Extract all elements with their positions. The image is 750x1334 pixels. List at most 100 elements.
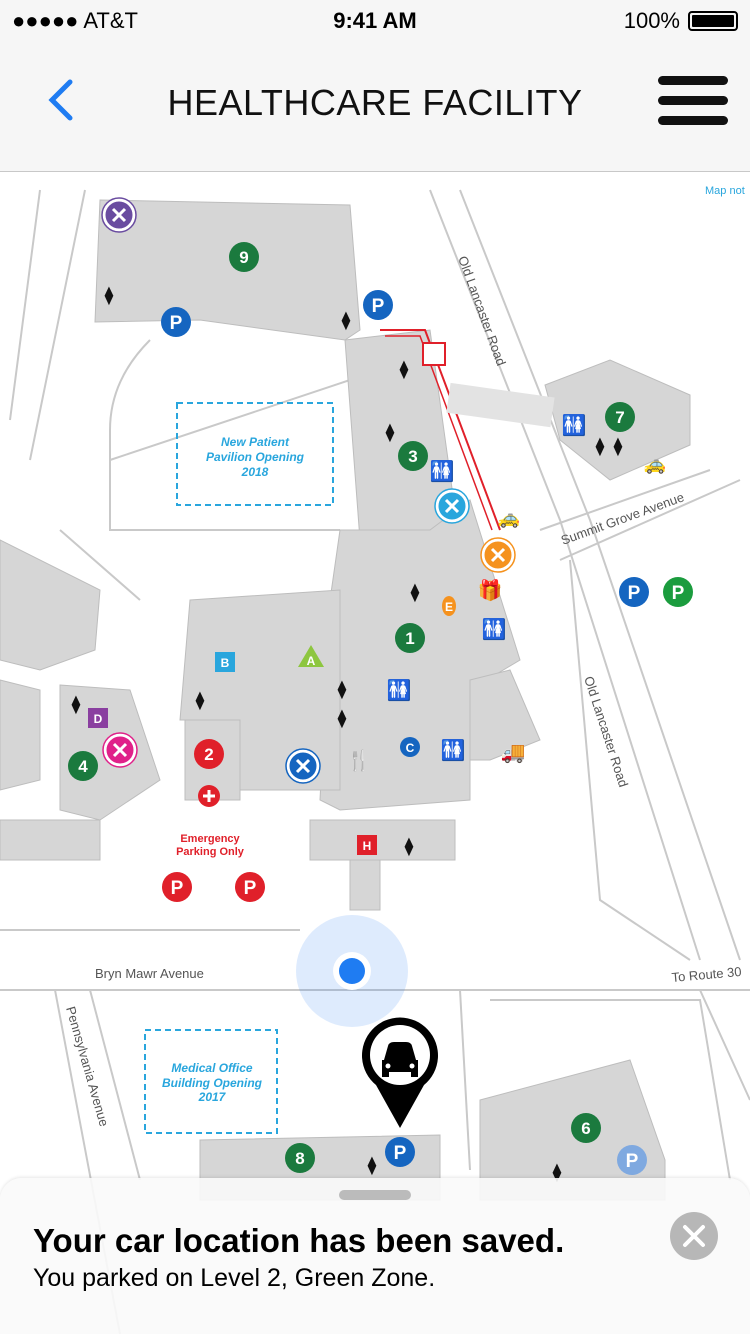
car-saved-sheet: Your car location has been saved. You pa… [0, 1178, 750, 1334]
entrance-e-marker: E [442, 596, 456, 616]
building-4-marker: 4 [68, 751, 98, 781]
entrance-h-marker: H [357, 835, 377, 855]
svg-text:C: C [406, 741, 415, 755]
svg-text:P: P [394, 1143, 407, 1164]
svg-text:4: 4 [78, 757, 88, 776]
parking-blue-2: P [363, 290, 393, 320]
roads [0, 189, 750, 1334]
entrance-x-purple-icon [101, 197, 137, 233]
parking-blue-3: P [619, 577, 649, 607]
parking-blue-car: P [385, 1137, 415, 1167]
taxi-icon: 🚕 [498, 508, 520, 528]
elevator-icon: ⧫ [105, 285, 114, 306]
svg-text:D: D [94, 712, 103, 726]
svg-text:A: A [307, 654, 316, 668]
back-chevron-icon[interactable] [40, 78, 80, 122]
page-title: HEALTHCARE FACILITY [167, 82, 583, 123]
building-1-marker: 1 [395, 623, 425, 653]
road-summit-grove: Summit Grove Avenue [559, 489, 686, 547]
svg-text:2: 2 [204, 745, 213, 764]
elevator-icon: ⧫ [411, 582, 420, 603]
elevator-icon: ⧫ [400, 359, 409, 380]
parking-green: P [663, 577, 693, 607]
entrance-x-blue-icon [285, 748, 321, 784]
clock: 9:41 AM [333, 8, 417, 33]
status-bar: ●●●●● AT&T 9:41 AM 100% [0, 0, 750, 40]
elevator-icon: ⧫ [386, 422, 395, 443]
svg-text:1: 1 [405, 629, 414, 648]
entrance-d-marker: D [88, 708, 108, 728]
battery-icon [688, 11, 738, 31]
parking-blue-faded: P [617, 1145, 647, 1175]
parking-blue-1: P [161, 307, 191, 337]
gift-shop-icon: 🎁 [478, 578, 503, 602]
building-6-marker: 6 [571, 1113, 601, 1143]
close-icon[interactable] [670, 1212, 718, 1260]
svg-text:P: P [372, 296, 385, 317]
elevator-icon: ⧫ [338, 708, 347, 729]
elevator-icon: ⧫ [342, 310, 351, 331]
entrance-c-marker: C [400, 737, 420, 757]
emergency-cross-icon [198, 785, 220, 807]
map-disclaimer: Map not [705, 185, 745, 197]
walkway [380, 329, 501, 531]
building-3-marker: 3 [398, 441, 428, 471]
svg-text:9: 9 [239, 248, 248, 267]
svg-text:P: P [626, 1151, 639, 1172]
road-bryn-mawr: Bryn Mawr Avenue [95, 966, 204, 981]
delivery-truck-icon: 🚚 [501, 742, 526, 764]
sheet-grab-handle[interactable] [339, 1190, 411, 1200]
car-location-pin-icon[interactable] [362, 1017, 439, 1128]
parking-red-2: P [235, 872, 265, 902]
svg-text:P: P [170, 313, 183, 334]
dining-icon: 🍴 [347, 748, 372, 772]
skybridge [446, 382, 555, 428]
svg-text:B: B [221, 656, 230, 670]
building-8-marker: 8 [285, 1143, 315, 1173]
svg-text:P: P [171, 878, 184, 899]
building-7-marker: 7 [605, 402, 635, 432]
entrance-a-marker: A [298, 645, 324, 668]
road-old-lancaster-1: Old Lancaster Road [455, 254, 509, 368]
svg-text:E: E [445, 600, 453, 614]
restroom-icon: 🚻 [387, 678, 412, 702]
battery-percent: 100% [623, 8, 680, 33]
svg-text:3: 3 [408, 447, 417, 466]
hamburger-menu-icon[interactable] [658, 76, 728, 128]
carrier: ●●●●● AT&T [12, 8, 138, 33]
elevator-icon: ⧫ [72, 694, 81, 715]
svg-text:H: H [363, 839, 372, 853]
current-location [296, 915, 408, 1027]
nav-bar: HEALTHCARE FACILITY [0, 40, 750, 172]
entrance-x-pink-icon [102, 732, 138, 768]
taxi-icon: 🚕 [644, 454, 666, 474]
svg-text:P: P [628, 583, 641, 604]
elevator-icon: ⧫ [338, 679, 347, 700]
elevator-icon: ⧫ [368, 1155, 377, 1176]
svg-text:8: 8 [295, 1149, 304, 1168]
road-route-30: To Route 30 [671, 964, 742, 985]
restroom-icon: 🚻 [562, 413, 587, 437]
entrance-x-orange-icon [480, 537, 516, 573]
elevator-icon: ⧫ [614, 436, 623, 457]
entrance-x-lightblue-icon [434, 488, 470, 524]
building-2-marker: 2 [194, 739, 224, 769]
building-9-marker: 9 [229, 242, 259, 272]
restroom-icon: 🚻 [482, 617, 507, 641]
svg-text:P: P [244, 878, 257, 899]
svg-text:6: 6 [581, 1119, 590, 1138]
pedestrian-crossing-icon [422, 342, 446, 366]
elevator-icon: ⧫ [196, 690, 205, 711]
svg-text:P: P [672, 583, 685, 604]
entrance-b-marker: B [215, 652, 235, 672]
sheet-title: Your car location has been saved. [33, 1222, 565, 1259]
elevator-icon: ⧫ [596, 436, 605, 457]
walkway [385, 335, 493, 531]
parking-red-1: P [162, 872, 192, 902]
elevator-icon: ⧫ [553, 1162, 562, 1183]
